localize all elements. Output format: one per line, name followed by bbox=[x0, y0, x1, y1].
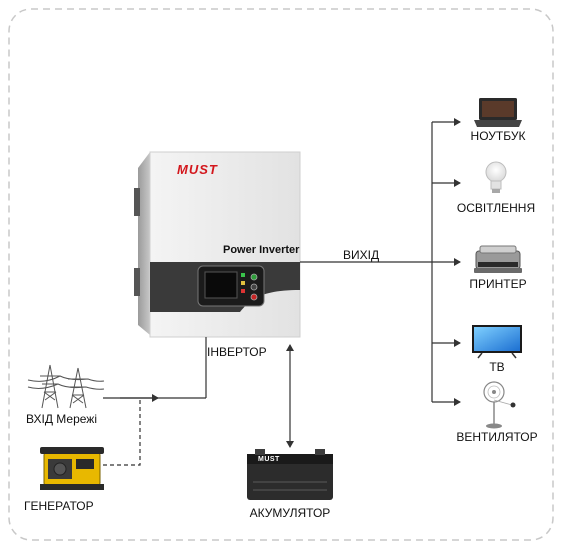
printer-icon bbox=[474, 245, 522, 273]
load-label-tv: ТВ bbox=[489, 360, 505, 374]
battery-brand-logo: MUST bbox=[258, 456, 280, 463]
light-bulb-icon bbox=[485, 161, 507, 193]
load-label-printer: ПРИНТЕР bbox=[469, 277, 527, 291]
inverter-brand-logo: MUST bbox=[177, 162, 218, 177]
power-pylon-icon bbox=[27, 364, 105, 409]
load-label-lighting: ОСВІТЛЕННЯ bbox=[456, 201, 536, 215]
load-label-fan: ВЕНТИЛЯТОР bbox=[456, 430, 538, 444]
inverter-model-title: Power Inverter bbox=[223, 244, 300, 256]
grid-input-label: ВХІД Мережі bbox=[26, 412, 97, 426]
generator-icon bbox=[40, 447, 104, 490]
laptop-icon bbox=[474, 98, 522, 127]
fan-icon bbox=[483, 381, 516, 429]
output-label: ВИХІД bbox=[343, 248, 380, 262]
battery-label: АКУМУЛЯТОР bbox=[249, 506, 331, 520]
inverter-image bbox=[134, 151, 301, 338]
tv-icon bbox=[472, 325, 522, 359]
load-label-laptop: НОУТБУК bbox=[470, 129, 526, 143]
battery-icon bbox=[247, 449, 333, 500]
inverter-label: ІНВЕРТОР bbox=[207, 345, 267, 359]
generator-label: ГЕНЕРАТОР bbox=[24, 499, 94, 513]
